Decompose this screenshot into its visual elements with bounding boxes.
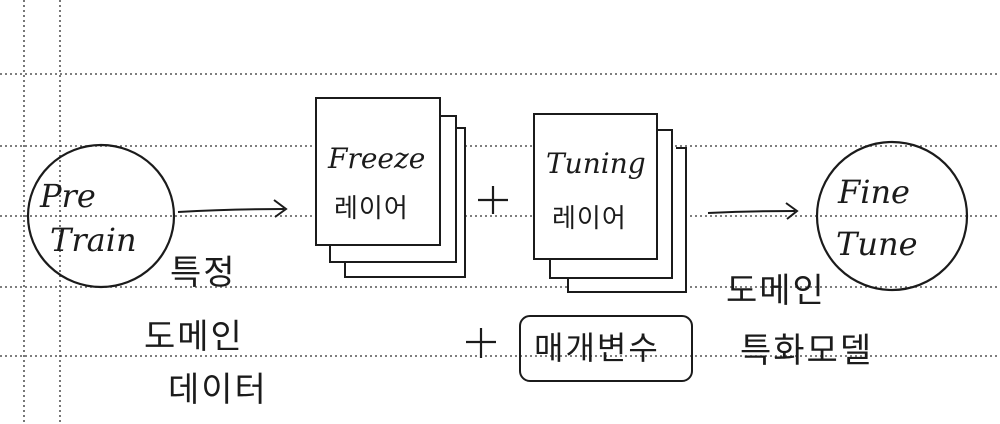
freeze-box-subtitle: 레이어: [334, 194, 409, 224]
pretrain-label-line2: Train: [50, 221, 137, 259]
params-box: [519, 315, 693, 382]
plus-freeze-tuning: [478, 186, 508, 214]
pretrain-caption-line2: 도메인: [144, 317, 244, 357]
tuning-box-title: Tuning: [546, 147, 646, 180]
params-box-label: 매개변수: [534, 329, 660, 367]
finetune-circle: [815, 140, 969, 292]
finetune-label-line2: Tune: [836, 225, 918, 263]
pretrain-circle: [26, 143, 176, 289]
freeze-layer-stack: [315, 97, 466, 278]
arrow-pretrain-to-freeze: [177, 199, 288, 218]
freeze-box-title: Freeze: [328, 142, 426, 175]
pretrain-label-line1: Pre: [40, 177, 96, 215]
arrow-tuning-to-finetune: [707, 202, 799, 220]
pretrain-caption-line1: 특정: [170, 253, 237, 293]
finetune-caption-line2: 특화모델: [740, 331, 874, 371]
finetune-label-line1: Fine: [838, 173, 910, 211]
pretrain-caption-line3: 데이터: [168, 370, 268, 410]
plus-params: [466, 328, 496, 358]
tuning-box-subtitle: 레이어: [552, 204, 627, 234]
ruled-lines: [0, 73, 1000, 357]
margin-lines: [23, 0, 61, 424]
finetune-caption-line1: 도메인: [726, 271, 826, 311]
tuning-layer-stack: [533, 113, 687, 293]
